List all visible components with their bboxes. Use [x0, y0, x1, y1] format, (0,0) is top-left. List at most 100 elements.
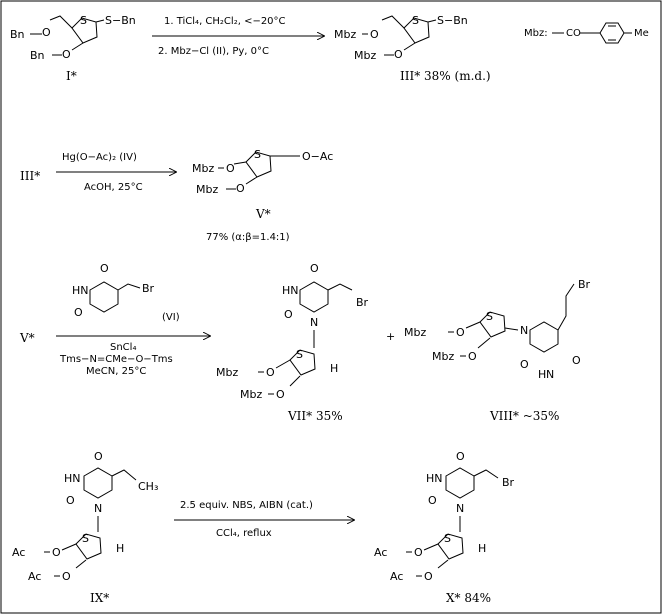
atom-mbz: Mbz — [432, 350, 454, 363]
reagent-step2-line2: AcOH, 25°C — [84, 182, 143, 193]
atom-br: Br — [356, 296, 369, 309]
compound-viii: S O Mbz O Mbz N O H N O Br VIII* ~35% — [404, 278, 591, 423]
atom-s: S — [82, 532, 89, 545]
atom-br: Br — [142, 282, 155, 295]
compound-label-iii-start: III* — [20, 169, 40, 183]
atom-n: N — [546, 368, 554, 381]
atom-s-bn: S−Bn — [105, 14, 136, 27]
atom-ac: Ac — [390, 570, 403, 583]
atom-ac: Ac — [12, 546, 25, 559]
reagent-step3-line1: SnCl₄ — [110, 342, 136, 353]
mbz-legend-co: CO — [566, 28, 581, 39]
atom-s-bn: S−Bn — [437, 14, 468, 27]
reagent-step1-line2: 2. Mbz−Cl (II), Py, 0°C — [158, 46, 269, 57]
atom-br: Br — [502, 476, 515, 489]
reagent-vi-label: (VI) — [162, 312, 180, 323]
compound-label-x: X* 84% — [446, 591, 491, 605]
atom-mbz: Mbz — [216, 366, 238, 379]
atom-o: O — [42, 26, 51, 39]
atom-ac: Ac — [374, 546, 387, 559]
reagent-step1-line1: 1. TiCl₄, CH₂Cl₂, <−20°C — [164, 16, 286, 27]
atom-o: O — [572, 354, 581, 367]
atom-hn: HN — [426, 472, 443, 485]
atom-n: N — [456, 502, 464, 515]
atom-h: H — [478, 542, 486, 555]
atom-mbz: Mbz — [192, 162, 214, 175]
mbz-legend: Mbz: CO Me — [524, 22, 649, 44]
atom-s: S — [254, 148, 261, 161]
compound-vii: O HN O N Br S H O Mbz O Mbz VII* 35% — [216, 262, 369, 423]
atom-mbz: Mbz — [196, 183, 218, 196]
compound-label-ix: IX* — [90, 591, 109, 605]
atom-o: O — [236, 182, 245, 195]
yield-v: 77% (α:β=1.4:1) — [206, 232, 290, 243]
atom-o: O — [310, 262, 319, 275]
atom-o: O — [226, 162, 235, 175]
reagent-step3-line2: Tms−N=CMe−O−Tms — [59, 354, 173, 365]
atom-n: N — [520, 324, 528, 337]
atom-o: O — [66, 494, 75, 507]
compound-label-v: V* — [255, 207, 271, 221]
mbz-legend-label: Mbz: — [524, 28, 548, 39]
atom-hn: HN — [72, 284, 89, 297]
atom-bn: Bn — [30, 49, 45, 62]
atom-ac: Ac — [28, 570, 41, 583]
atom-s: S — [296, 348, 303, 361]
atom-mbz: Mbz — [240, 388, 262, 401]
atom-o: O — [456, 450, 465, 463]
reagent-vi: O HN O Br (VI) — [72, 262, 180, 323]
atom-o: O — [100, 262, 109, 275]
atom-o: O — [266, 366, 275, 379]
atom-o: O — [468, 350, 477, 363]
atom-s: S — [412, 14, 419, 27]
mbz-legend-me: Me — [634, 28, 649, 39]
atom-n: N — [310, 316, 318, 329]
reagent-step4-line1: 2.5 equiv. NBS, AIBN (cat.) — [180, 500, 313, 511]
atom-hn: HN — [282, 284, 299, 297]
atom-bn: Bn — [10, 28, 25, 41]
atom-o: O — [456, 326, 465, 339]
atom-o: O — [394, 48, 403, 61]
atom-h: H — [330, 362, 338, 375]
compound-label-viii: VIII* ~35% — [489, 409, 559, 423]
compound-label-v-start: V* — [19, 331, 35, 345]
atom-ch3: CH₃ — [138, 480, 158, 493]
atom-o: O — [94, 450, 103, 463]
compound-iii: S S−Bn O Mbz O Mbz III* 38% (m.d.) — [334, 14, 491, 83]
atom-o: O — [62, 570, 71, 583]
atom-h: H — [116, 542, 124, 555]
atom-o: O — [520, 358, 529, 371]
atom-o: O — [428, 494, 437, 507]
atom-o: O — [284, 308, 293, 321]
atom-s: S — [80, 14, 87, 27]
compound-v: S O−Ac O Mbz O Mbz V* 77% (α:β=1.4:1) — [192, 148, 333, 243]
compound-ix: O HN O N CH₃ S H O Ac O Ac IX* — [12, 450, 158, 605]
compound-label-vii: VII* 35% — [287, 409, 343, 423]
reagent-step4-line2: CCl₄, reflux — [216, 528, 272, 539]
atom-hn: HN — [64, 472, 81, 485]
atom-s: S — [444, 532, 451, 545]
reagent-step2-line1: Hg(O−Ac)₂ (IV) — [62, 152, 137, 163]
atom-o: O — [52, 546, 61, 559]
atom-mbz: Mbz — [404, 326, 426, 339]
reagent-step3-line3: MeCN, 25°C — [86, 366, 146, 377]
atom-n: N — [94, 502, 102, 515]
plus-sign: + — [386, 330, 395, 343]
atom-o: O — [276, 388, 285, 401]
compound-x: O HN O N Br S H O Ac O Ac X* 84% — [374, 450, 515, 605]
atom-mbz: Mbz — [334, 28, 356, 41]
atom-h: H — [538, 368, 546, 381]
atom-s: S — [486, 310, 493, 323]
atom-o: O — [414, 546, 423, 559]
compound-i: S S−Bn O Bn O Bn I* — [10, 14, 136, 83]
compound-label-i: I* — [66, 69, 77, 83]
atom-br: Br — [578, 278, 591, 291]
atom-o: O — [370, 28, 379, 41]
atom-o: O — [424, 570, 433, 583]
atom-mbz: Mbz — [354, 49, 376, 62]
atom-o: O — [62, 48, 71, 61]
compound-label-iii: III* 38% (m.d.) — [400, 69, 491, 83]
atom-o: O — [74, 306, 83, 319]
